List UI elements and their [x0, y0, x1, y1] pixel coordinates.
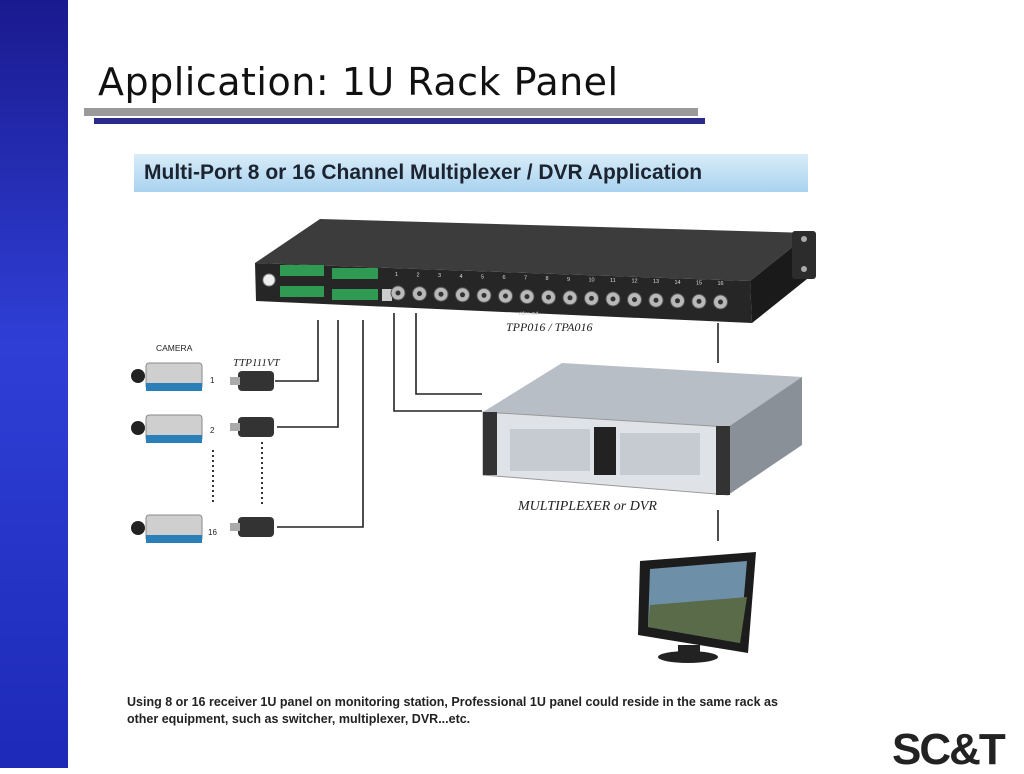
port-number: 2	[417, 273, 420, 279]
camera-number: 2	[210, 426, 215, 435]
camera-2	[131, 414, 203, 443]
caption-line-2: other equipment, such as switcher, multi…	[127, 712, 471, 726]
bnc-port-center	[438, 291, 444, 297]
sct-logo: SC&T	[892, 725, 1006, 774]
port-number: 9	[567, 277, 570, 283]
dvr-label: MULTIPLEXER or DVR	[517, 499, 657, 514]
port-number: 3	[438, 273, 441, 279]
transceiver-16	[230, 517, 274, 537]
multiplexer-dvr-unit	[482, 363, 802, 496]
bnc-port-center	[417, 291, 422, 297]
port-number: 7	[524, 276, 527, 282]
port-number: 13	[653, 279, 659, 285]
panel-model-label: TPP016 / TPA016	[506, 320, 592, 334]
bnc-port-center	[567, 295, 573, 301]
port-number: 15	[696, 280, 702, 286]
port-number: 11	[610, 278, 616, 284]
bnc-port-center	[718, 299, 723, 305]
bnc-port-center	[696, 298, 702, 304]
port-number: 6	[503, 275, 506, 281]
transceiver-label: TTP111VT	[233, 357, 281, 369]
bnc-port-center	[481, 292, 487, 298]
transceiver-1	[230, 371, 274, 391]
bnc-port-center	[395, 290, 401, 296]
slide-title: Application: 1U Rack Panel	[98, 60, 619, 104]
title-underline-blue	[94, 118, 705, 124]
bnc-port-center	[589, 295, 594, 301]
camera-16	[131, 514, 203, 543]
banner-text: Multi-Port 8 or 16 Channel Multiplexer /…	[144, 161, 703, 184]
bnc-port-row	[390, 285, 728, 310]
slide-caption: Using 8 or 16 receiver 1U panel on monit…	[127, 694, 827, 728]
port-number: 4	[460, 274, 463, 280]
bnc-port-center	[524, 294, 530, 300]
port-number: 16	[718, 281, 724, 287]
cable-lines	[275, 313, 719, 541]
camera-number: 1	[210, 376, 215, 385]
port-number: 1	[395, 272, 398, 278]
port-number: 8	[546, 276, 549, 282]
port-number: 10	[589, 277, 595, 283]
panel-sublabel: video out	[518, 311, 539, 317]
dotted-separators	[212, 442, 263, 505]
bnc-port-center	[546, 294, 551, 300]
bnc-port-center	[632, 297, 637, 303]
transceiver-2	[230, 417, 274, 437]
bnc-port-center	[610, 296, 616, 302]
camera-number: 16	[208, 528, 217, 537]
bnc-port-center	[503, 293, 508, 299]
caption-line-1: Using 8 or 16 receiver 1U panel on monit…	[127, 695, 778, 709]
title-underline-gray	[84, 108, 698, 116]
rack-panel	[255, 219, 816, 323]
blue-sidebar	[0, 0, 68, 768]
camera-1	[131, 362, 203, 391]
port-number: 14	[675, 280, 681, 286]
bnc-port-center	[653, 297, 659, 303]
bnc-port-center	[460, 292, 465, 298]
port-number: 5	[481, 274, 484, 280]
diagram-banner: Multi-Port 8 or 16 Channel Multiplexer /…	[134, 154, 808, 192]
monitor	[638, 552, 756, 663]
port-number: 12	[632, 279, 638, 285]
bnc-port-center	[675, 298, 680, 304]
camera-label: CAMERA	[156, 343, 193, 353]
